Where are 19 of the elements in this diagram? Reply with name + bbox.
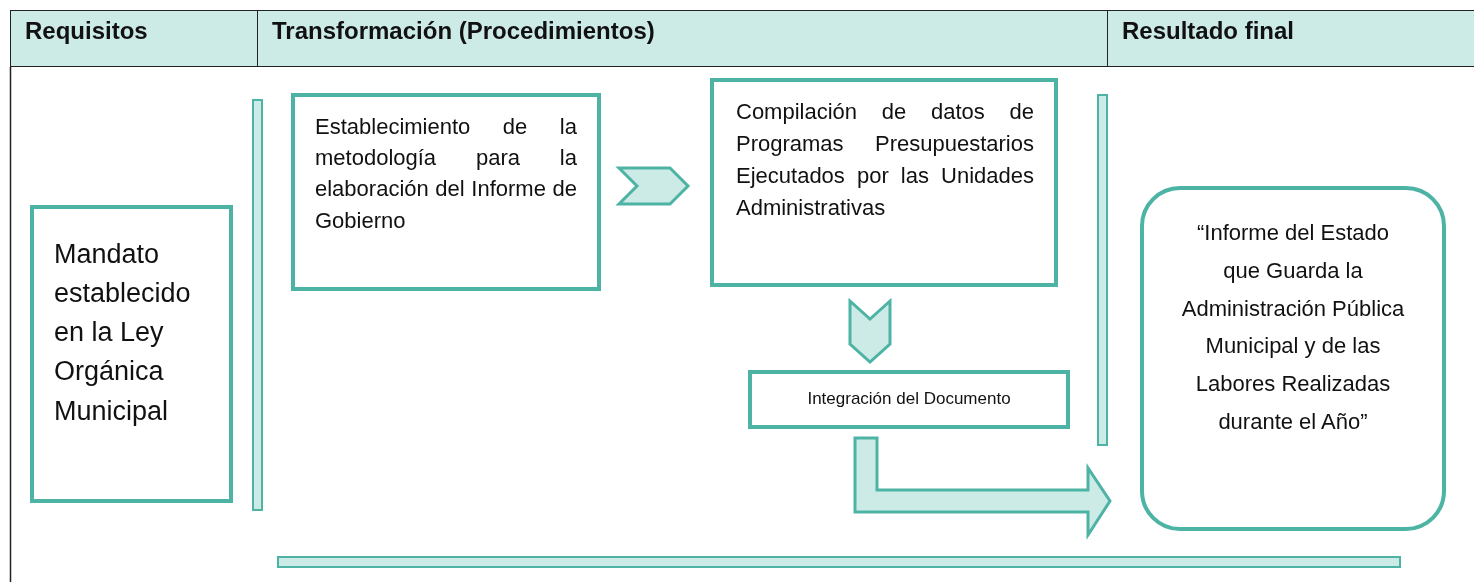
box-text: Establecimiento de la metodología para la elaboración del Informe de Gobierno <box>315 113 577 235</box>
box-text: “Informe del Estado que Guarda la Administración Pública Municipal y de las Labores Realizadas durante el Año” <box>1180 219 1406 437</box>
result-box <box>1140 186 1446 531</box>
process-box <box>748 370 1070 429</box>
separator-bar <box>252 99 263 511</box>
separator-bar <box>277 556 1401 568</box>
process-box <box>30 205 233 503</box>
block-arrow <box>848 297 892 364</box>
separator-bar <box>1097 94 1108 446</box>
process-box <box>710 78 1058 287</box>
column-header: Resultado final <box>1107 10 1474 67</box>
box-text: Compilación de datos de Programas Presupuestarios Ejecutados por las Unidades Administrativas <box>736 98 1034 222</box>
column-header: Transformación (Procedimientos) <box>257 10 1108 67</box>
box-text: Mandato establecido en la Ley Orgánica Municipal <box>54 238 192 428</box>
block-arrow <box>615 166 691 206</box>
block-arrow <box>853 436 1112 541</box>
column-header: Requisitos <box>10 10 258 67</box>
process-box <box>291 93 601 291</box>
box-text: Integración del Documento <box>806 388 1012 410</box>
